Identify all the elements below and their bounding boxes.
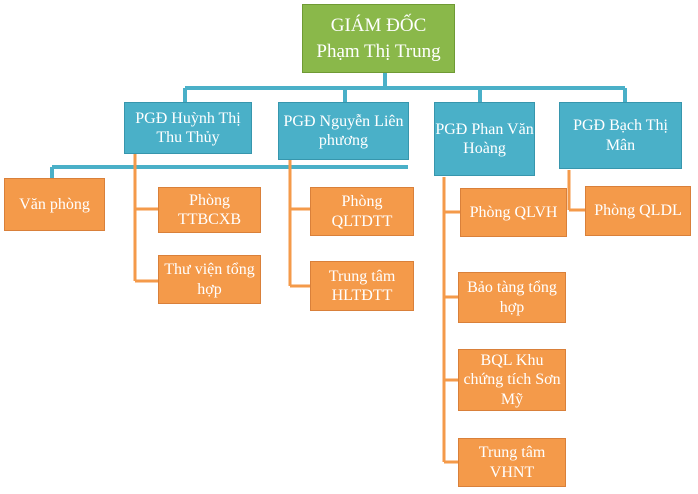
deputy-huynh-thi-thu-thuy: PGĐ Huỳnh Thị Thu Thủy [124,102,252,154]
unit-van-phong: Văn phòng [4,178,105,231]
director-name: Phạm Thị Trung [316,40,441,62]
director-box: GIÁM ĐỐC Phạm Thị Trung [302,4,455,73]
unit-thu-vien-tong-hop: Thư viện tổng hợp [158,255,261,304]
unit-phong-qldl: Phòng QLDL [585,186,691,236]
unit-phong-qltdtt: Phòng QLTDTT [310,187,414,236]
unit-bao-tang-tong-hop: Bảo tàng tổng hợp [458,272,566,323]
unit-phong-ttbcxb: Phòng TTBCXB [158,187,261,233]
deputy-bach-thi-man: PGĐ Bạch Thị Mân [559,102,682,169]
deputy-nguyen-lien-phuong: PGĐ Nguyễn Liên phương [278,102,409,160]
unit-bql-khu-chung-tich-son-my: BQL Khu chứng tích Sơn Mỹ [458,349,566,411]
deputy-phan-van-hoang: PGĐ Phan Văn Hoàng [434,102,535,176]
director-title: GIÁM ĐỐC [330,14,427,36]
unit-phong-qlvh: Phòng QLVH [460,188,567,237]
unit-trung-tam-hltdtt: Trung tâm HLTĐTT [310,261,414,311]
unit-trung-tam-vhnt: Trung tâm VHNT [458,438,566,487]
